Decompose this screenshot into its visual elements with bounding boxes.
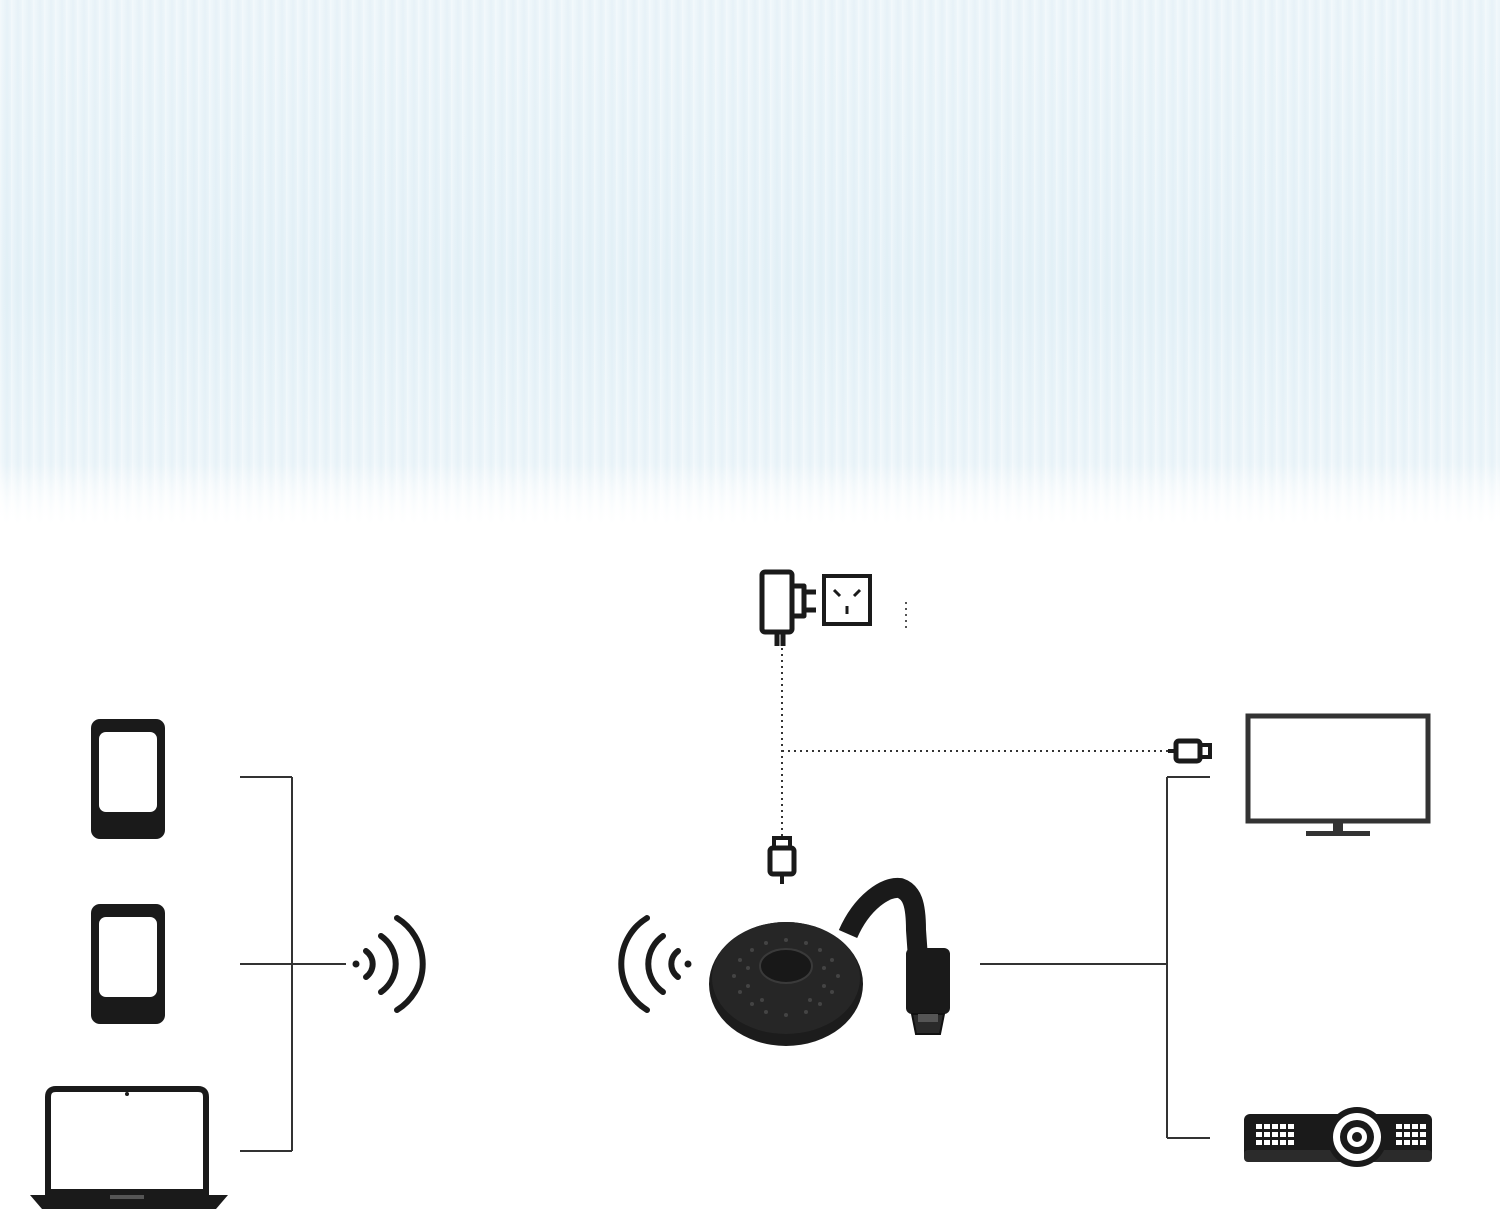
- usb-connector-tv-icon: [1168, 738, 1212, 764]
- hero-banner: [0, 0, 1500, 525]
- power-adapter-icon: [759, 569, 816, 646]
- wall-outlet-icon: [822, 574, 872, 626]
- wifi-signal-icon: [352, 915, 426, 1013]
- usb-connector-icon: [767, 836, 797, 884]
- power-cable-dotted: [781, 648, 1168, 838]
- tablet-icon: [91, 904, 165, 1024]
- source-bracket: [240, 776, 346, 1152]
- output-bracket: [980, 776, 1210, 1139]
- wireless-display-dongle-icon: [709, 877, 950, 1046]
- monitor-icon: [1245, 713, 1431, 836]
- wifi-receive-icon: [618, 915, 692, 1013]
- smartphone-icon: [91, 719, 165, 839]
- laptop-icon: [30, 1086, 228, 1209]
- projector-icon: [1244, 1107, 1432, 1167]
